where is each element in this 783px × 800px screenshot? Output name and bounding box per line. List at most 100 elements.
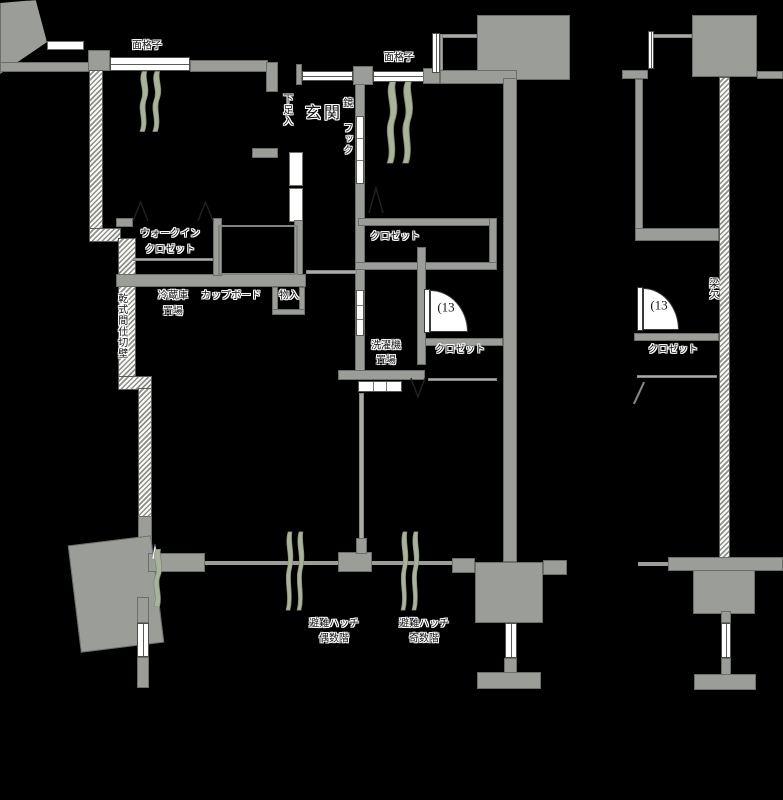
folding-door-icon-down bbox=[410, 377, 426, 399]
label-fridge: 冷蔵庫 bbox=[158, 290, 188, 302]
wall-pillar-bottom-right bbox=[693, 570, 755, 614]
label-lattice-right: 面格子 bbox=[384, 52, 414, 64]
wall-pier bbox=[266, 62, 278, 92]
balcony-wall-right-unit bbox=[668, 557, 783, 571]
sliding-door-bottom bbox=[358, 381, 402, 392]
balcony-block bbox=[338, 552, 372, 572]
wall-closet-right-unit bbox=[634, 333, 719, 341]
balcony-divider bbox=[452, 558, 475, 573]
wall-pillar-bottom bbox=[475, 562, 543, 623]
wall-bottom-left bbox=[137, 657, 149, 688]
wall-block bbox=[88, 50, 110, 71]
curtain-icon bbox=[153, 549, 163, 607]
wall-hinge bbox=[417, 247, 426, 365]
wall-washer-bottom bbox=[338, 370, 425, 380]
curtain-icon bbox=[386, 81, 413, 164]
wall-kitchen-bottom bbox=[116, 274, 306, 287]
wall-pier bbox=[353, 66, 373, 85]
sliding-door bbox=[356, 116, 364, 184]
label-closet-right-unit: クロゼット bbox=[648, 344, 698, 356]
window-bottom-left bbox=[137, 623, 149, 657]
alcove-edge bbox=[440, 34, 443, 70]
label-hatch-odd: 奇数階 bbox=[409, 633, 439, 645]
pillar-foot-bar bbox=[477, 672, 541, 689]
window-side-right-unit bbox=[648, 31, 654, 69]
label-cupboard: カップボード bbox=[201, 290, 261, 302]
wall-right-unit bbox=[635, 228, 719, 241]
wall-top-right-unit bbox=[622, 70, 648, 79]
pillar-foot-stem bbox=[721, 658, 731, 676]
wall-closet2-top bbox=[425, 338, 503, 346]
partition-wall-hatch bbox=[89, 70, 103, 236]
balcony-block-stub bbox=[356, 538, 367, 554]
storage-wall bbox=[299, 287, 305, 315]
window-lattice-left bbox=[110, 57, 190, 71]
wall-shoe-stub bbox=[252, 148, 278, 158]
wall-top bbox=[190, 60, 268, 72]
storage-wall bbox=[272, 287, 278, 315]
label-partition-wall: 乾式間仕切壁 bbox=[115, 293, 127, 359]
partition-wall-hatch bbox=[89, 228, 121, 242]
label-walkin-closet: ウォークイン bbox=[140, 228, 200, 240]
label-storage: 物入 bbox=[279, 290, 299, 302]
alcove-edge bbox=[440, 34, 477, 38]
label-hatch-even: 避難ハッチ bbox=[309, 618, 359, 630]
storage-wall bbox=[272, 309, 305, 315]
folding-door-icon bbox=[368, 186, 384, 214]
wall-top-right-unit bbox=[757, 71, 783, 79]
wall-bottom-left bbox=[137, 597, 149, 623]
curtain-icon bbox=[285, 531, 305, 611]
pillar-stem bbox=[721, 611, 731, 623]
shoe-cabinet bbox=[289, 188, 303, 222]
entry-door bbox=[302, 71, 353, 81]
alcove-edge bbox=[653, 34, 692, 38]
label-closet-bedroom: クロゼット bbox=[370, 231, 420, 243]
folding-door-icon bbox=[132, 200, 149, 222]
wall-pillar-right-unit bbox=[692, 15, 757, 77]
wall-cap bbox=[296, 64, 302, 85]
wall-party bbox=[503, 78, 517, 562]
folding-door-icon bbox=[197, 200, 214, 222]
window-sleeve bbox=[47, 41, 84, 50]
balcony-wall-stub bbox=[148, 553, 205, 572]
wall-genkan bbox=[294, 220, 303, 284]
label-room-size: (13 bbox=[650, 297, 668, 313]
wall-walkin-right bbox=[213, 218, 222, 276]
window-bottom-right bbox=[721, 623, 731, 658]
label-entrance: 玄関 bbox=[304, 104, 344, 122]
label-mirror: 鏡 bbox=[340, 97, 352, 109]
cupboard-counter bbox=[218, 225, 298, 275]
label-shoe-storage: 下足入 bbox=[280, 93, 292, 127]
curtain-icon bbox=[400, 531, 420, 611]
balcony-railing bbox=[638, 562, 668, 566]
wall-right-unit bbox=[635, 79, 643, 232]
balcony-divider bbox=[543, 560, 567, 575]
balcony-railing bbox=[205, 561, 338, 565]
wall-walkin-stub bbox=[116, 218, 133, 227]
wall-top-right bbox=[440, 70, 517, 84]
wall-closet-right bbox=[489, 218, 497, 270]
pillar-foot-bar bbox=[694, 674, 756, 690]
door-leaf-diagonal bbox=[633, 381, 645, 405]
shoe-cabinet bbox=[289, 152, 303, 186]
label-closet-main: クロゼット bbox=[435, 344, 485, 356]
wall-thin-vertical bbox=[359, 393, 364, 548]
partition-wall-hatch bbox=[138, 388, 152, 518]
pillar-foot-stem bbox=[504, 658, 517, 674]
hanger-pipe bbox=[428, 378, 497, 381]
sliding-door-washroom bbox=[356, 290, 364, 336]
wall-corridor bbox=[355, 84, 365, 380]
label-washer: 置場 bbox=[376, 355, 396, 367]
label-room-size: (13 bbox=[437, 299, 455, 315]
label-lattice-left: 面格子 bbox=[132, 40, 162, 52]
label-hatch-odd: 避難ハッチ bbox=[399, 618, 449, 630]
wall-pillar-top-right bbox=[477, 15, 570, 80]
wall-closet-bottom bbox=[355, 262, 497, 270]
wall-top-left bbox=[0, 62, 90, 72]
label-fridge: 置場 bbox=[163, 306, 183, 318]
curtain-icon bbox=[139, 71, 162, 132]
label-beam-notch: 梁欠 bbox=[706, 278, 718, 300]
label-walkin-closet: クロゼット bbox=[145, 244, 195, 256]
hanger-pipe bbox=[133, 258, 213, 261]
